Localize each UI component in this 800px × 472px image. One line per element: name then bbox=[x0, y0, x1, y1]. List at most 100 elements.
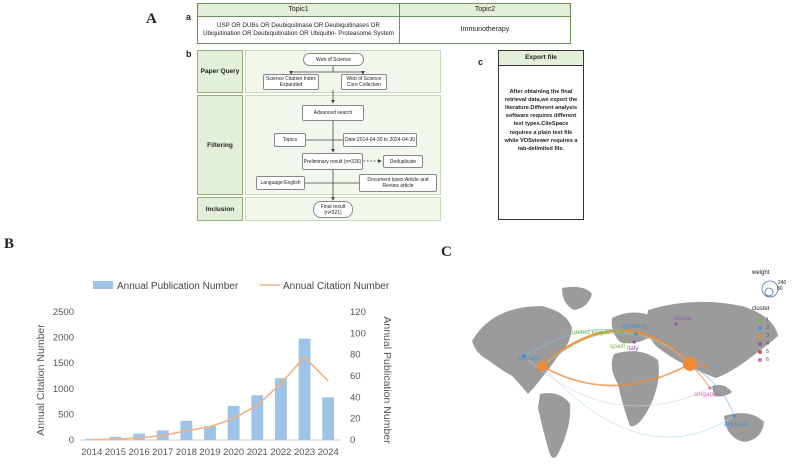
cluster-legend-item: 1 bbox=[758, 316, 769, 324]
x-tick-2022: 2022 bbox=[270, 447, 291, 458]
chart-area: Annual Publication Number Annual Citatio… bbox=[35, 281, 393, 458]
weight-legend-circles bbox=[761, 280, 779, 298]
deduplicate-node: Deduplicate bbox=[383, 155, 423, 168]
y-right-tick-100: 100 bbox=[350, 328, 366, 339]
bar-2023 bbox=[298, 338, 311, 440]
panel-label-c: C bbox=[441, 244, 452, 260]
node-australia bbox=[732, 414, 736, 418]
label-australia: australia bbox=[724, 421, 749, 428]
cluster-legend-item: 4 bbox=[758, 340, 769, 348]
africa-shape bbox=[611, 351, 659, 427]
weight-legend-80: 80 bbox=[777, 286, 783, 292]
bar-2016 bbox=[133, 433, 145, 440]
panel-label-a: A bbox=[146, 11, 157, 27]
x-tick-2016: 2016 bbox=[129, 447, 150, 458]
y-right-tick-80: 80 bbox=[350, 350, 361, 361]
x-tick-2024: 2024 bbox=[318, 447, 339, 458]
x-tick-2020: 2020 bbox=[223, 447, 244, 458]
y-right-tick-60: 60 bbox=[350, 371, 361, 382]
asia-shape bbox=[647, 301, 778, 378]
cluster-label: 3 bbox=[766, 333, 770, 339]
x-tick-2017: 2017 bbox=[152, 447, 173, 458]
export-title: Export file bbox=[499, 51, 583, 66]
y-left-label: Annual Citation Number bbox=[35, 324, 47, 436]
cluster-dot bbox=[758, 358, 762, 362]
citation-line bbox=[91, 355, 329, 441]
sci-node: Science Citation Index Expanded bbox=[263, 74, 319, 90]
cluster-label: 1 bbox=[766, 317, 770, 323]
advanced-search-node: Advanced search bbox=[302, 105, 364, 121]
sea-islands-shape bbox=[712, 384, 732, 397]
label-russia: russia bbox=[674, 315, 692, 322]
node-italy bbox=[632, 340, 636, 344]
cluster-label: 4 bbox=[766, 341, 770, 347]
greenland-shape bbox=[562, 286, 592, 310]
bar-2020 bbox=[227, 405, 240, 440]
node-singapore bbox=[708, 386, 712, 390]
y-left-tick-500: 500 bbox=[58, 409, 74, 420]
node-russia bbox=[674, 322, 678, 326]
node-usa bbox=[537, 361, 547, 371]
language-node: Language:English bbox=[256, 176, 305, 190]
node-uk bbox=[620, 330, 624, 334]
label-united-kingdom: united kingdom bbox=[572, 329, 616, 336]
stage-inclusion: Inclusion bbox=[197, 197, 243, 221]
legend-line-label: Annual Citation Number bbox=[283, 281, 390, 292]
y-left-tick-1000: 1000 bbox=[53, 384, 74, 395]
node-germany bbox=[634, 332, 638, 336]
y-right-tick-0: 0 bbox=[350, 435, 355, 446]
x-tick-2023: 2023 bbox=[294, 447, 315, 458]
wos-node: Web of Science bbox=[303, 53, 364, 66]
node-spain bbox=[622, 340, 626, 344]
x-tick-2014: 2014 bbox=[81, 447, 102, 458]
node-canada bbox=[521, 353, 527, 359]
cluster-dot bbox=[758, 318, 762, 322]
legend-bar-swatch bbox=[93, 281, 113, 289]
core-node: Web of Science Core Collection bbox=[341, 74, 387, 90]
node-china bbox=[683, 357, 697, 371]
bar-2021 bbox=[251, 395, 264, 440]
north-america-shape bbox=[472, 306, 572, 394]
export-file-box: Export file After obtaining the final re… bbox=[498, 50, 584, 220]
bar-2024 bbox=[322, 397, 335, 440]
cluster-dot bbox=[758, 334, 762, 338]
export-description: After obtaining the final retrieval data… bbox=[504, 89, 578, 152]
bar-2022 bbox=[275, 378, 287, 440]
sub-label-b: b bbox=[186, 49, 192, 59]
label-canada: canada bbox=[518, 355, 540, 362]
label-italy: italy bbox=[627, 345, 639, 352]
cluster-legend-title: cluster bbox=[752, 306, 770, 312]
label-germany: germany bbox=[622, 323, 648, 330]
cluster-dot bbox=[758, 342, 762, 346]
cluster-dot bbox=[758, 350, 762, 354]
cluster-legend-item: 5 bbox=[758, 348, 769, 356]
cluster-label: 5 bbox=[766, 349, 770, 355]
south-america-shape bbox=[538, 393, 571, 458]
x-tick-2015: 2015 bbox=[105, 447, 126, 458]
weight-legend-title: weight bbox=[752, 270, 770, 276]
label-china: china bbox=[692, 363, 708, 370]
cluster-legend-item: 3 bbox=[758, 332, 769, 340]
world-collaboration-map: canada united kingdom germany russia spa… bbox=[472, 286, 778, 458]
y-right-tick-20: 20 bbox=[350, 414, 361, 425]
cluster-label: 2 bbox=[766, 325, 770, 331]
x-tick-2021: 2021 bbox=[247, 447, 268, 458]
doctype-node: Document types:Article and Review articl… bbox=[359, 174, 437, 192]
y-right-tick-40: 40 bbox=[350, 392, 361, 403]
stage-paper-query: Paper Query bbox=[197, 50, 243, 93]
panel-label-b: B bbox=[4, 236, 15, 252]
topics-node: Topics bbox=[274, 133, 306, 147]
topic2-query: Immunotherapy bbox=[399, 16, 571, 44]
bar-2015 bbox=[109, 436, 122, 440]
label-singapore: singapore bbox=[694, 391, 723, 398]
y-left-tick-1500: 1500 bbox=[53, 358, 74, 369]
weight-legend-240: 240 bbox=[778, 280, 787, 286]
y-right-label: Annual Publication Number bbox=[381, 316, 393, 444]
stage-filtering: Filtering bbox=[197, 95, 243, 195]
preliminary-result-node: Preliminary result (n=326) bbox=[302, 153, 363, 170]
sub-label-c: c bbox=[478, 57, 484, 67]
x-tick-2019: 2019 bbox=[199, 447, 220, 458]
legend-bar-label: Annual Publication Number bbox=[117, 281, 239, 292]
